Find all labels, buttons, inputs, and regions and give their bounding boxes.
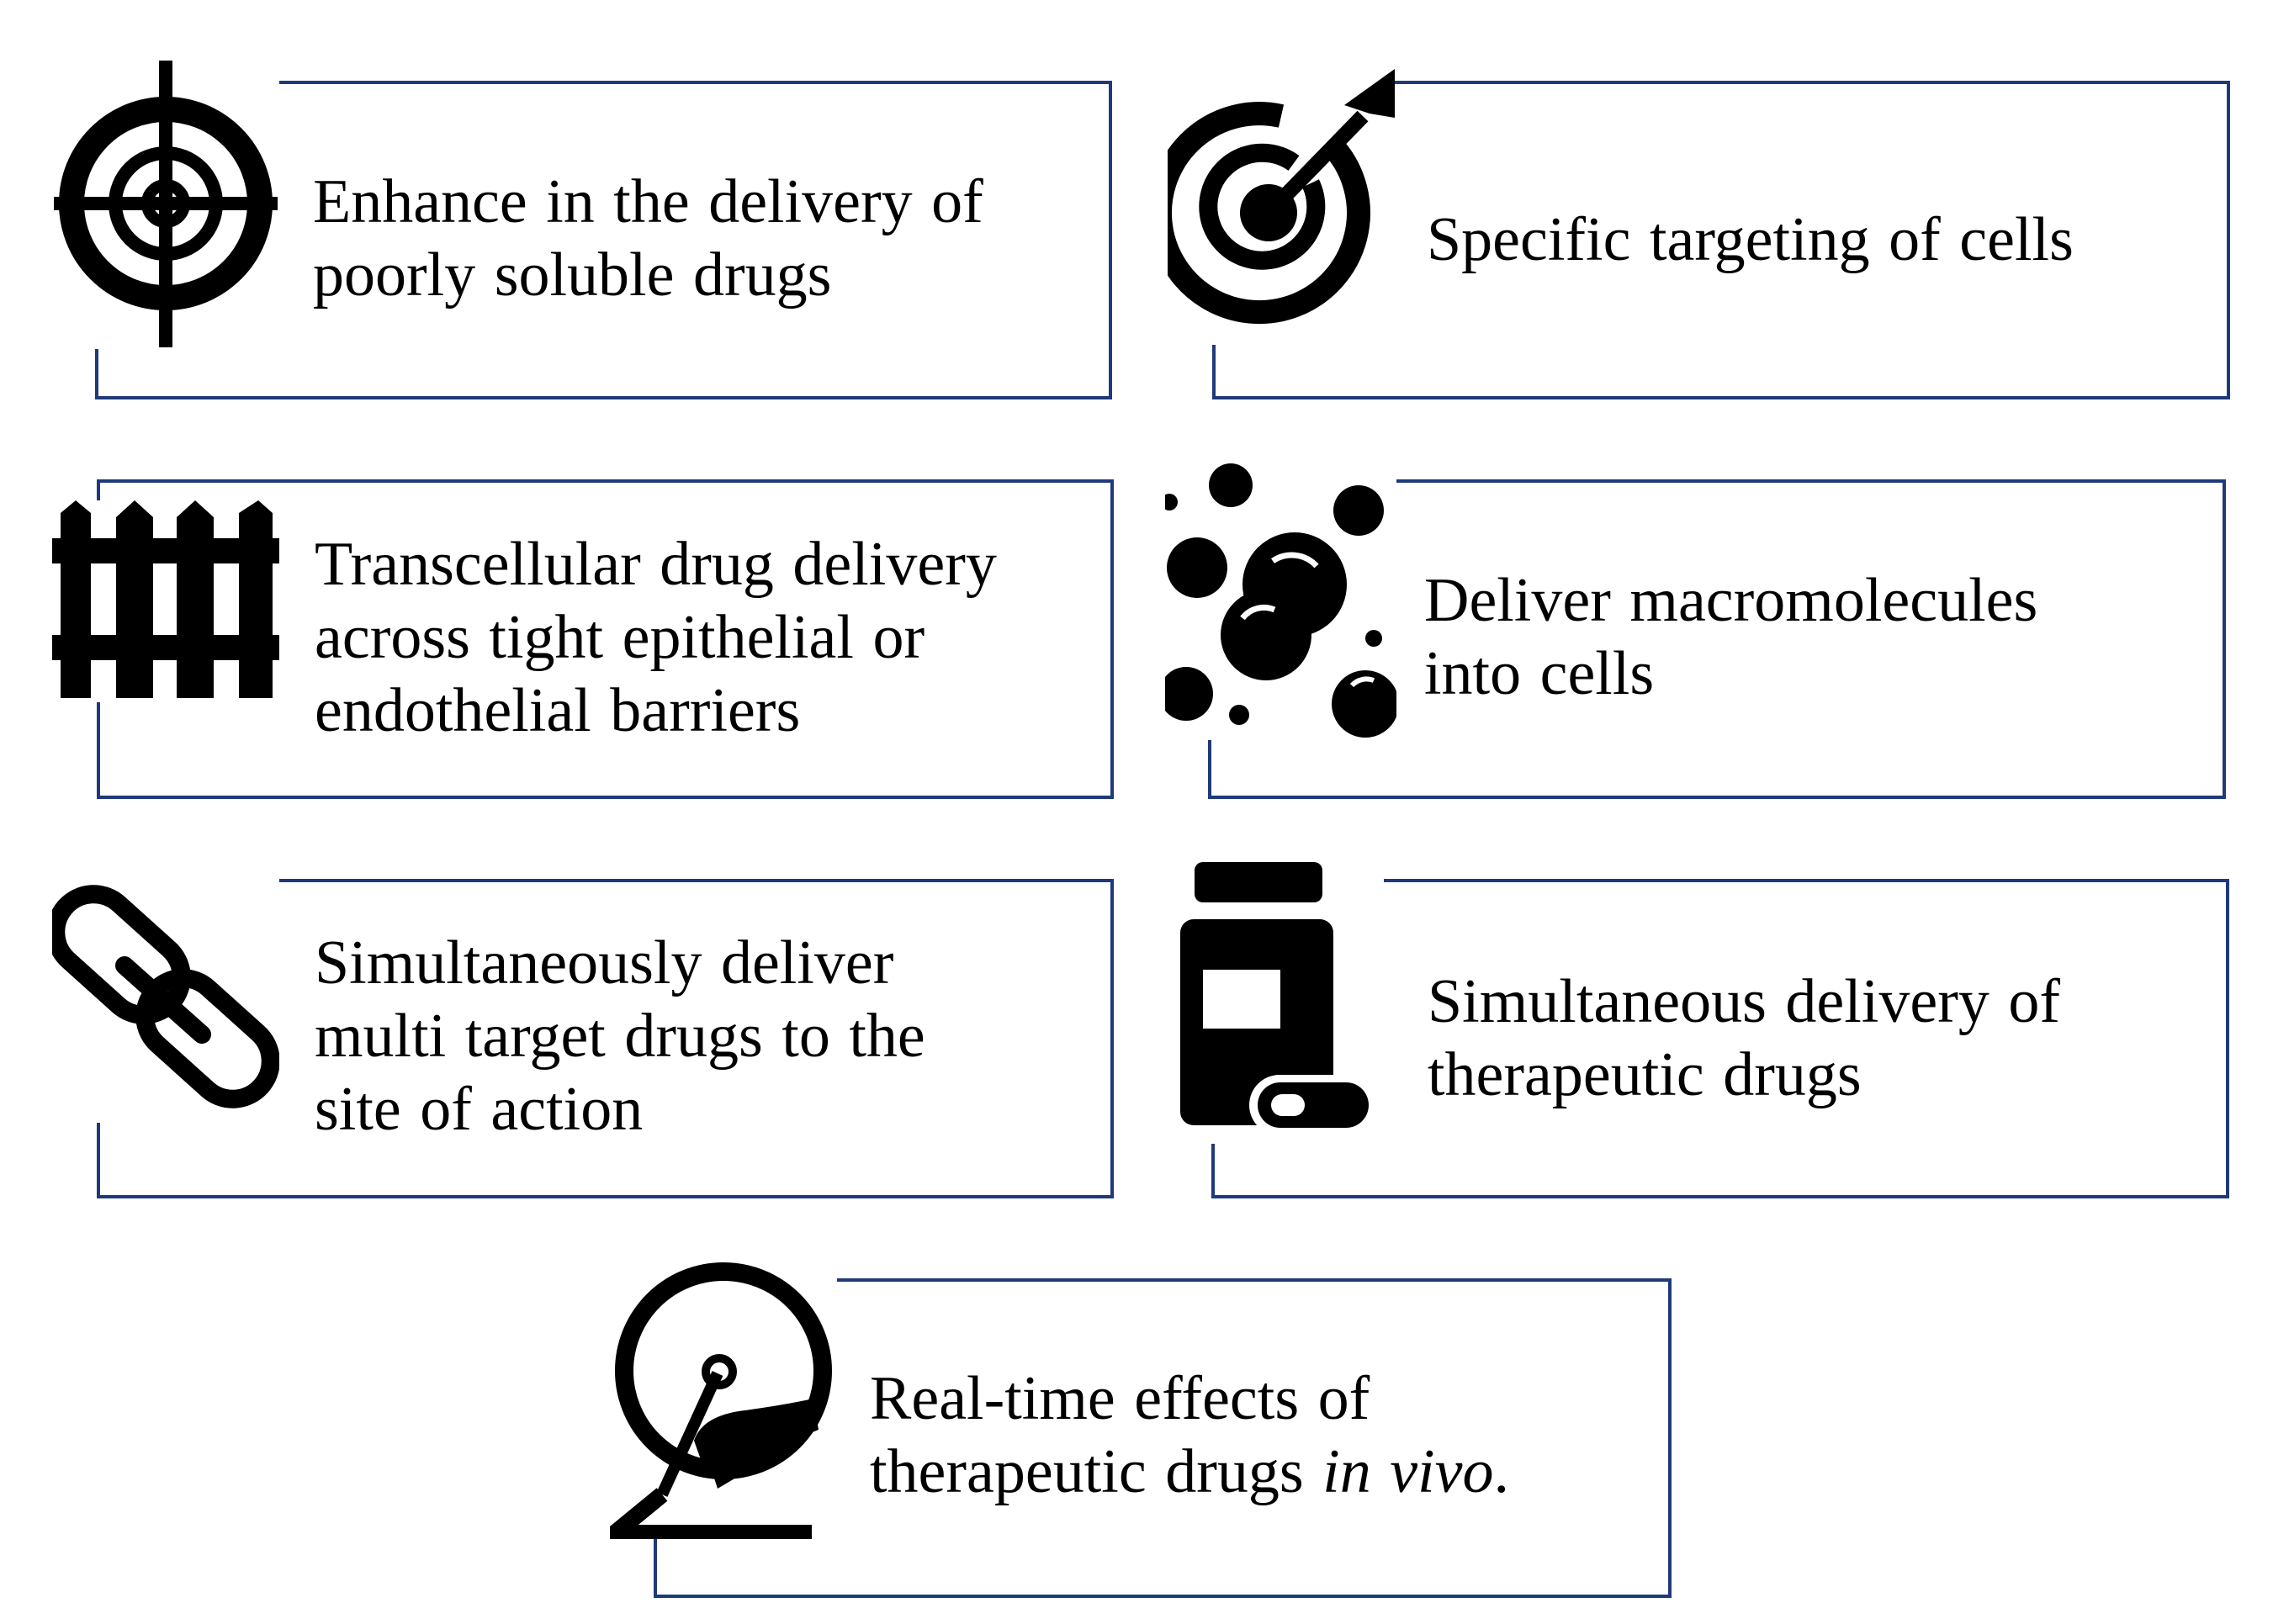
card-label: Deliver macromolecules into cells (1424, 566, 2038, 708)
bubbles-icon (1165, 458, 1396, 740)
hamster-wheel-icon (610, 1257, 837, 1539)
card-specific-targeting (1212, 81, 2230, 399)
card-label: Specific targeting of cells (1427, 205, 2074, 274)
medicine-bottle-capsule-icon (1174, 862, 1384, 1144)
card-label: Real-time effects of therapeutic drugs i… (870, 1364, 1509, 1506)
fence-icon (52, 500, 279, 702)
bullseye-arrow-icon (1168, 67, 1395, 345)
card-label: Transcellular drug delivery across tight… (315, 530, 997, 745)
card-label: Enhance in the delivery of poorly solubl… (313, 167, 983, 309)
chain-link-icon (52, 875, 279, 1123)
card-label: Simultaneously deliver multi target drug… (315, 928, 925, 1144)
card-label: Simultaneous delivery of therapeutic dru… (1428, 967, 2060, 1109)
crosshair-icon (52, 59, 279, 349)
